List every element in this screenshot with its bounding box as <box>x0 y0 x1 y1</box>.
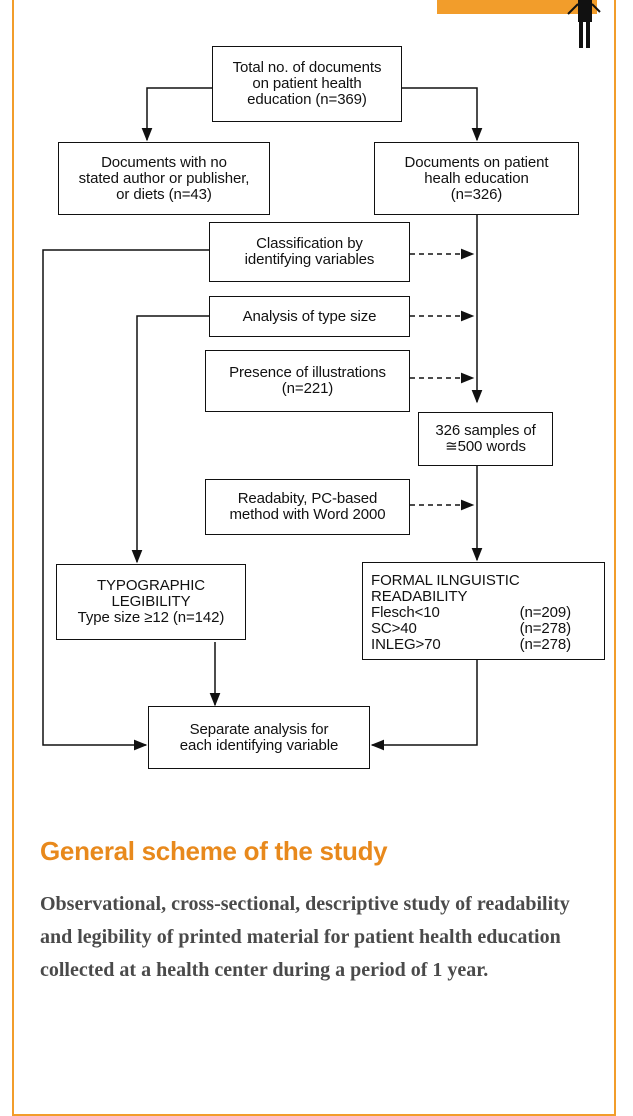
formal-row-label: SC>40 <box>371 620 417 637</box>
box-formal-heading-1: FORMAL ILNGUISTIC <box>371 572 520 589</box>
box-readability-line-2: method with Word 2000 <box>229 506 386 523</box>
box-typographic-line-1: TYPOGRAPHIC <box>96 577 206 594</box>
header-tab <box>437 0 597 14</box>
formal-row-value: (n=278) <box>519 636 572 653</box>
person-icon <box>567 0 601 48</box>
box-formal-heading-2: READABILITY <box>371 588 468 605</box>
box-total-documents: Total no. of documents on patient health… <box>212 46 402 122</box>
box-no-author-line-1: Documents with no <box>101 153 227 171</box>
box-formal-readability: FORMAL ILNGUISTIC READABILITY Flesch<10 … <box>362 562 605 660</box>
connector-formal-to-separate <box>370 660 478 751</box>
box-on-patient-line-2: healh education <box>424 169 529 187</box>
formal-row-value: (n=209) <box>519 604 572 621</box>
box-total-line-2: on patient health <box>252 75 362 92</box>
box-samples-line-1: 326 samples of <box>435 422 536 439</box>
flowchart-connectors <box>42 87 483 751</box>
formal-row-label: INLEG>70 <box>371 636 441 653</box>
box-on-patient-line-1: Documents on patient <box>404 153 549 171</box>
connector-typesize-to-typographic <box>131 315 209 564</box>
box-no-author-line-3: or diets (n=43) <box>116 185 212 203</box>
formal-row-value: (n=278) <box>519 620 572 637</box>
connector-total-right <box>402 87 483 142</box>
connector-total-left <box>141 87 212 142</box>
box-typographic: TYPOGRAPHIC LEGIBILITY Type size ≥12 (n=… <box>56 564 246 640</box>
box-typographic-line-3: Type size ≥12 (n=142) <box>77 609 225 626</box>
box-total-line-3: education (n=369) <box>247 91 367 108</box>
formal-row-inleg: INLEG>70 (n=278) <box>371 637 571 653</box>
box-typographic-line-2: LEGIBILITY <box>111 593 191 610</box>
box-classification-line-1: Classification by <box>256 235 363 252</box>
box-on-patient-line-3: (n=326) <box>450 185 503 203</box>
box-illustrations: Presence of illustrations (n=221) <box>205 350 410 412</box>
box-illustrations-line-1: Presence of illustrations <box>229 364 386 381</box>
box-readability-method: Readabity, PC-based method with Word 200… <box>205 479 410 535</box>
box-readability-line-1: Readabity, PC-based <box>237 490 378 507</box>
box-separate-line-2: each identifying variable <box>179 736 339 754</box>
box-samples: 326 samples of ≅500 words <box>418 412 553 466</box>
box-total-line-1: Total no. of documents <box>232 59 382 76</box>
box-samples-line-2: ≅500 words <box>445 438 526 455</box>
box-no-author-line-2: stated author or publisher, <box>78 169 250 187</box>
caption-title: General scheme of the study <box>40 836 388 866</box>
box-type-size-line-1: Analysis of type size <box>242 307 377 325</box>
box-no-author: Documents with no stated author or publi… <box>58 142 270 215</box>
box-separate-line-1: Separate analysis for <box>189 720 329 738</box>
box-classification-line-2: identifying variables <box>244 251 375 268</box>
formal-row-flesch: Flesch<10 (n=209) <box>371 605 571 621</box>
formal-row-sc: SC>40 (n=278) <box>371 621 571 637</box>
box-on-patient: Documents on patient healh education (n=… <box>374 142 579 215</box>
formal-row-label: Flesch<10 <box>371 604 440 621</box>
box-type-size: Analysis of type size <box>209 296 410 337</box>
box-separate-analysis: Separate analysis for each identifying v… <box>148 706 370 769</box>
box-illustrations-line-2: (n=221) <box>281 380 334 397</box>
box-classification: Classification by identifying variables <box>209 222 410 282</box>
connector-classification-left <box>42 249 210 751</box>
caption-description: Observational, cross-sectional, descript… <box>40 893 570 981</box>
